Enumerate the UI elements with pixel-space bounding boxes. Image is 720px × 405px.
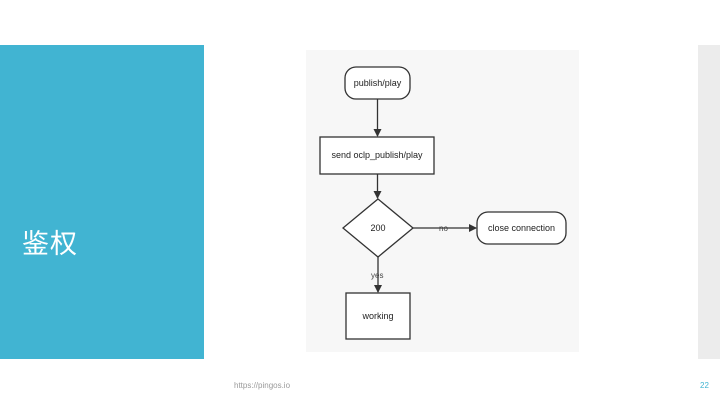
edge-label-yes: yes [371,271,383,280]
node-working: working [345,292,411,340]
node-close-connection: close connection [476,211,567,245]
node-decision-label: 200 [370,223,385,233]
node-publish-play-label: publish/play [354,78,402,88]
right-edge-strip [698,45,720,359]
edge-label-no: no [439,224,448,233]
node-working-label: working [361,311,393,321]
node-send-oclp: send oclp_publish/play [319,136,435,175]
title-panel: 鉴权 [0,45,204,359]
node-send-oclp-label: send oclp_publish/play [331,150,423,160]
footer-url: https://pingos.io [234,381,291,390]
node-publish-play: publish/play [344,66,411,100]
slide-title: 鉴权 [22,229,78,260]
node-decision-200: 200 [341,198,415,258]
node-close-connection-label: close connection [488,223,555,233]
page-number: 22 [700,381,709,390]
